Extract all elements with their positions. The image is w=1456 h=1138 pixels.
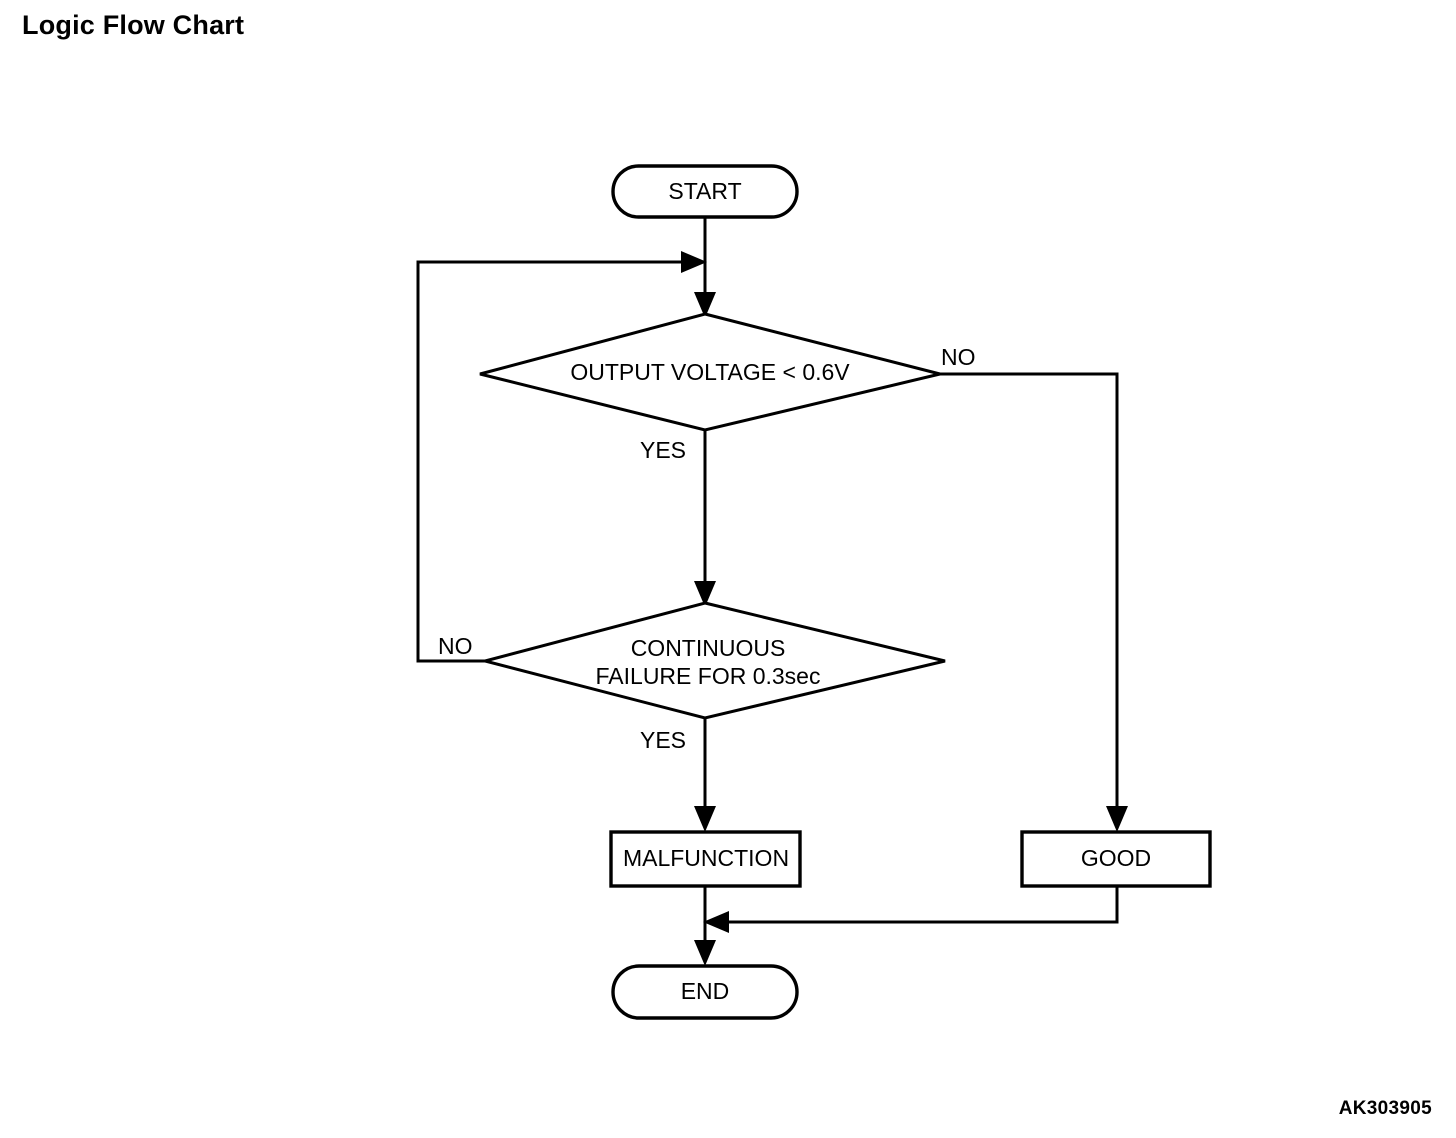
- arrowhead-into-good: [1106, 806, 1128, 832]
- arrowhead-into-malfunction: [694, 806, 716, 832]
- node-decision-continuous-failure-label-line1: CONTINUOUS: [631, 635, 786, 661]
- connector-decision1-no-to-good: [940, 372, 1119, 820]
- node-decision-output-voltage[interactable]: [479, 312, 941, 432]
- node-start[interactable]: [611, 164, 799, 219]
- branch-label-yes-decision2: YES: [640, 727, 686, 753]
- node-good-label: GOOD: [1081, 845, 1151, 871]
- connector-decision2-no-loopback: [416, 260, 687, 663]
- node-malfunction[interactable]: [609, 830, 802, 888]
- node-end-label: END: [681, 978, 730, 1004]
- node-good[interactable]: [1020, 830, 1212, 888]
- node-malfunction-label: MALFUNCTION: [623, 845, 789, 871]
- connector-good-to-end-merge: [723, 886, 1119, 924]
- branch-label-no-decision1: NO: [941, 344, 976, 370]
- figure-code: AK303905: [1338, 1098, 1432, 1119]
- arrowhead-loopback-into-trunk: [681, 251, 707, 273]
- node-decision-output-voltage-label: OUTPUT VOLTAGE < 0.6V: [570, 359, 850, 385]
- node-decision-continuous-failure[interactable]: [479, 601, 946, 720]
- node-end[interactable]: [611, 964, 799, 1020]
- page-title: Logic Flow Chart: [22, 10, 245, 40]
- arrowhead-into-decision2: [694, 581, 716, 607]
- node-start-label: START: [668, 178, 741, 204]
- arrowhead-good-merge: [703, 911, 729, 933]
- node-decision-continuous-failure-label-line2: FAILURE FOR 0.3sec: [596, 663, 821, 689]
- branch-label-yes-decision1: YES: [640, 437, 686, 463]
- branch-label-no-decision2: NO: [438, 633, 473, 659]
- arrowhead-into-decision1: [694, 292, 716, 318]
- arrowhead-into-end: [694, 940, 716, 966]
